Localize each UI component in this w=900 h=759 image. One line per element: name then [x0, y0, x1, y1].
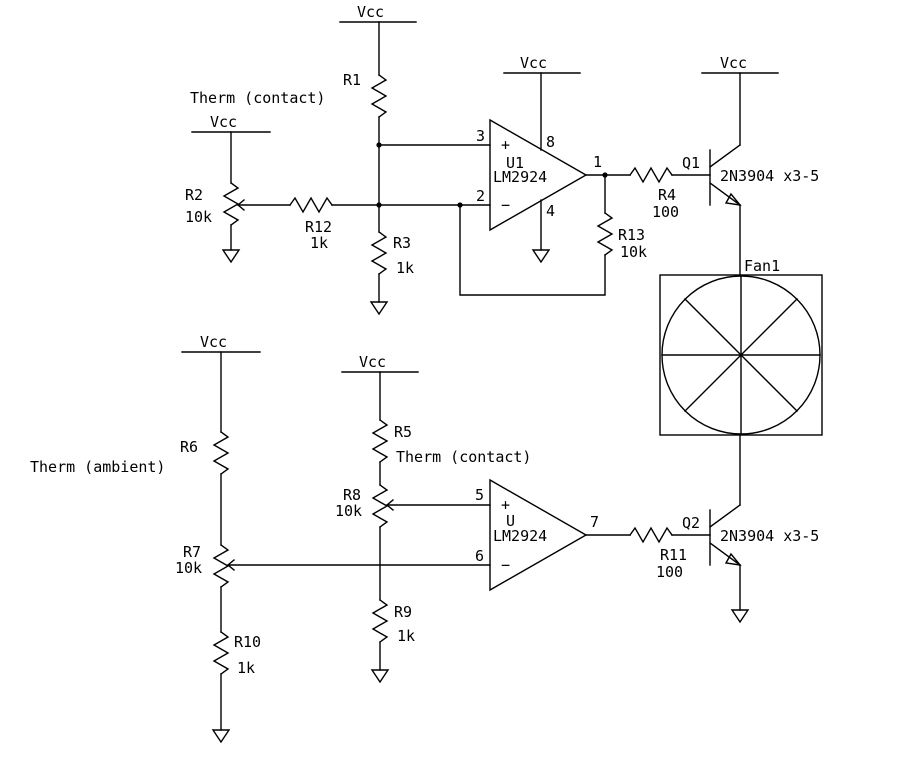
- r5-value: Therm (contact): [396, 448, 531, 466]
- r1-value: Therm (contact): [190, 89, 325, 107]
- vcc-label-r2: Vcc: [210, 113, 237, 131]
- ground-u1: [531, 249, 551, 264]
- ground-r3: [369, 301, 389, 316]
- vcc-label-r5: Vcc: [359, 353, 386, 371]
- vcc-rail-r2: Vcc: [191, 113, 271, 184]
- feedback-r13: R13 10k: [459, 174, 647, 296]
- r5-ref: R5: [394, 423, 412, 441]
- r10-ref: R10: [234, 633, 261, 651]
- r3-value: 1k: [396, 259, 414, 277]
- r7-ref: R7: [183, 543, 201, 561]
- r7-value: 10k: [175, 559, 202, 577]
- transistor-q2: Q2 2N3904 x3-5: [682, 504, 819, 624]
- fan1-ref: Fan1: [744, 257, 780, 275]
- q1-ref: Q1: [682, 154, 700, 172]
- resistor-r10: R10 1k: [211, 631, 261, 744]
- ground-r10: [211, 729, 231, 744]
- potentiometer-r2: R2 10k: [185, 182, 291, 264]
- u2-pin-plus: 5: [475, 486, 484, 504]
- r2-value: 10k: [185, 208, 212, 226]
- transistor-q1: Vcc Q1 2N3904 x3-5: [682, 54, 819, 276]
- resistor-r3: R3 1k: [369, 231, 414, 316]
- r10-value: 1k: [237, 659, 255, 677]
- q2-part: 2N3904 x3-5: [720, 527, 819, 545]
- u1-part: LM2924: [493, 168, 547, 186]
- u1-pin-vcc: 8: [546, 133, 555, 151]
- q1-part: 2N3904 x3-5: [720, 167, 819, 185]
- r8-value: 10k: [335, 502, 362, 520]
- vcc-rail-r6: Vcc: [181, 333, 261, 433]
- u1-pin-gnd: 4: [546, 202, 555, 220]
- potentiometer-r7: R7 10k: [175, 543, 491, 633]
- u2-plus-sign: +: [501, 496, 510, 514]
- opamp-u2: + − U LM2924 5 6 7: [475, 478, 631, 592]
- u1-minus-sign: −: [501, 196, 510, 214]
- vcc-label-r6: Vcc: [200, 333, 227, 351]
- u2-ref: U: [506, 512, 515, 530]
- r12-value: 1k: [310, 234, 328, 252]
- vcc-label-u1: Vcc: [520, 54, 547, 72]
- r4-ref: R4: [658, 186, 676, 204]
- r11-value: 100: [656, 563, 683, 581]
- r6-ref: R6: [180, 438, 198, 456]
- resistor-r1: R1 Therm (contact): [190, 71, 388, 233]
- resistor-r11: R11 100: [629, 526, 711, 581]
- vcc-label-q1: Vcc: [720, 54, 747, 72]
- r9-ref: R9: [394, 603, 412, 621]
- r6-value: Therm (ambient): [30, 458, 165, 476]
- r8-ref: R8: [343, 486, 361, 504]
- r1-ref: R1: [343, 71, 361, 89]
- vcc-rail-r1: Vcc: [339, 3, 417, 76]
- r9-value: 1k: [397, 627, 415, 645]
- r4-value: 100: [652, 203, 679, 221]
- r3-ref: R3: [393, 234, 411, 252]
- u1-plus-sign: +: [501, 136, 510, 154]
- resistor-r6: R6 Therm (ambient): [30, 431, 230, 546]
- u1-pin-plus: 3: [476, 127, 485, 145]
- r11-ref: R11: [660, 546, 687, 564]
- resistor-r5: R5 Therm (contact): [371, 419, 531, 486]
- u2-part: LM2924: [493, 527, 547, 545]
- r13-value: 10k: [620, 243, 647, 261]
- potentiometer-r8: R8 10k: [335, 484, 491, 601]
- u1-pin-out: 1: [593, 153, 602, 171]
- q2-ref: Q2: [682, 514, 700, 532]
- u2-pin-out: 7: [590, 513, 599, 531]
- ground-r9: [370, 669, 390, 684]
- resistor-r4: R4 100: [629, 166, 711, 221]
- vcc-rail-r5: Vcc: [341, 353, 419, 421]
- u1-ref: U1: [506, 154, 524, 172]
- r12-ref: R12: [305, 218, 332, 236]
- ground-q2: [730, 609, 750, 624]
- vcc-label-r1: Vcc: [357, 3, 384, 21]
- opamp-u1: Vcc + − U1 LM2924 3 2 1 8 4: [476, 54, 631, 264]
- resistor-r12: R12 1k: [289, 196, 491, 252]
- resistor-r9: R9 1k: [370, 599, 415, 684]
- u2-pin-minus: 6: [475, 547, 484, 565]
- r2-ref: R2: [185, 186, 203, 204]
- fan1: Fan1: [659, 257, 823, 506]
- u1-pin-minus: 2: [476, 187, 485, 205]
- r13-ref: R13: [618, 226, 645, 244]
- ground-r2: [221, 249, 241, 264]
- u2-minus-sign: −: [501, 556, 510, 574]
